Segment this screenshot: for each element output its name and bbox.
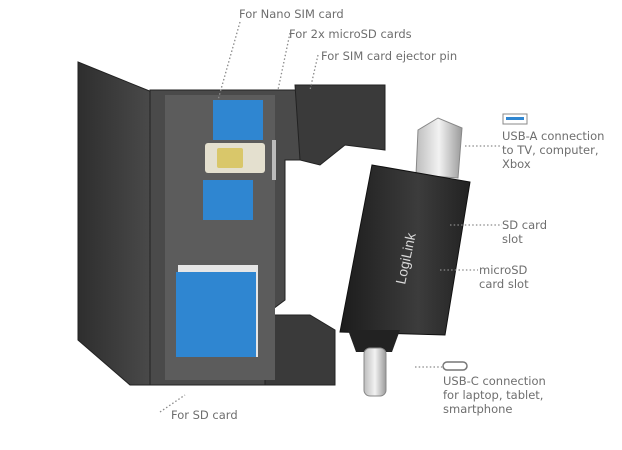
callout-line: to TV, computer,	[502, 143, 599, 157]
microsd-card-icon	[203, 180, 253, 220]
callout-line: slot	[502, 232, 523, 246]
case-lid	[77, 61, 153, 386]
callout-line: Xbox	[502, 157, 531, 171]
case-clip-bottom	[264, 314, 336, 386]
callout-line: for laptop, tablet,	[443, 388, 544, 402]
usb-a-plug	[415, 117, 463, 179]
callout-nano-sim: For Nano SIM card	[239, 7, 344, 21]
callout-line: card slot	[479, 277, 529, 291]
callout-sd-card: For SD card	[171, 408, 238, 422]
callout-sd-slot: SD card slot	[502, 218, 547, 246]
callout-ejector-pin: For SIM card ejector pin	[321, 49, 458, 63]
callout-microsd-slot: microSD card slot	[479, 263, 529, 291]
case-clip-top	[294, 84, 386, 166]
ejector-pin-icon	[272, 140, 276, 180]
sd-card-icon-label	[176, 272, 256, 357]
card-reader-body	[339, 164, 471, 336]
callout-line: smartphone	[443, 402, 513, 416]
callout-line: USB-A connection	[502, 129, 605, 143]
callout-line: USB-C connection	[443, 374, 546, 388]
callout-microsd-cards: For 2x microSD cards	[289, 27, 412, 41]
microsd-card-icon	[213, 100, 263, 140]
usb-c-neck	[348, 330, 400, 352]
usb-a-port-icon-fill	[506, 117, 524, 120]
callout-usb-a: USB-A connection to TV, computer, Xbox	[502, 129, 604, 171]
sim-chip-icon	[217, 148, 243, 168]
usb-c-port-icon	[442, 361, 468, 371]
callout-line: microSD	[479, 263, 528, 277]
callout-line: SD card	[502, 218, 548, 232]
callout-usb-c: USB-C connection for laptop, tablet, sma…	[443, 374, 546, 416]
usb-c-plug	[363, 347, 387, 397]
